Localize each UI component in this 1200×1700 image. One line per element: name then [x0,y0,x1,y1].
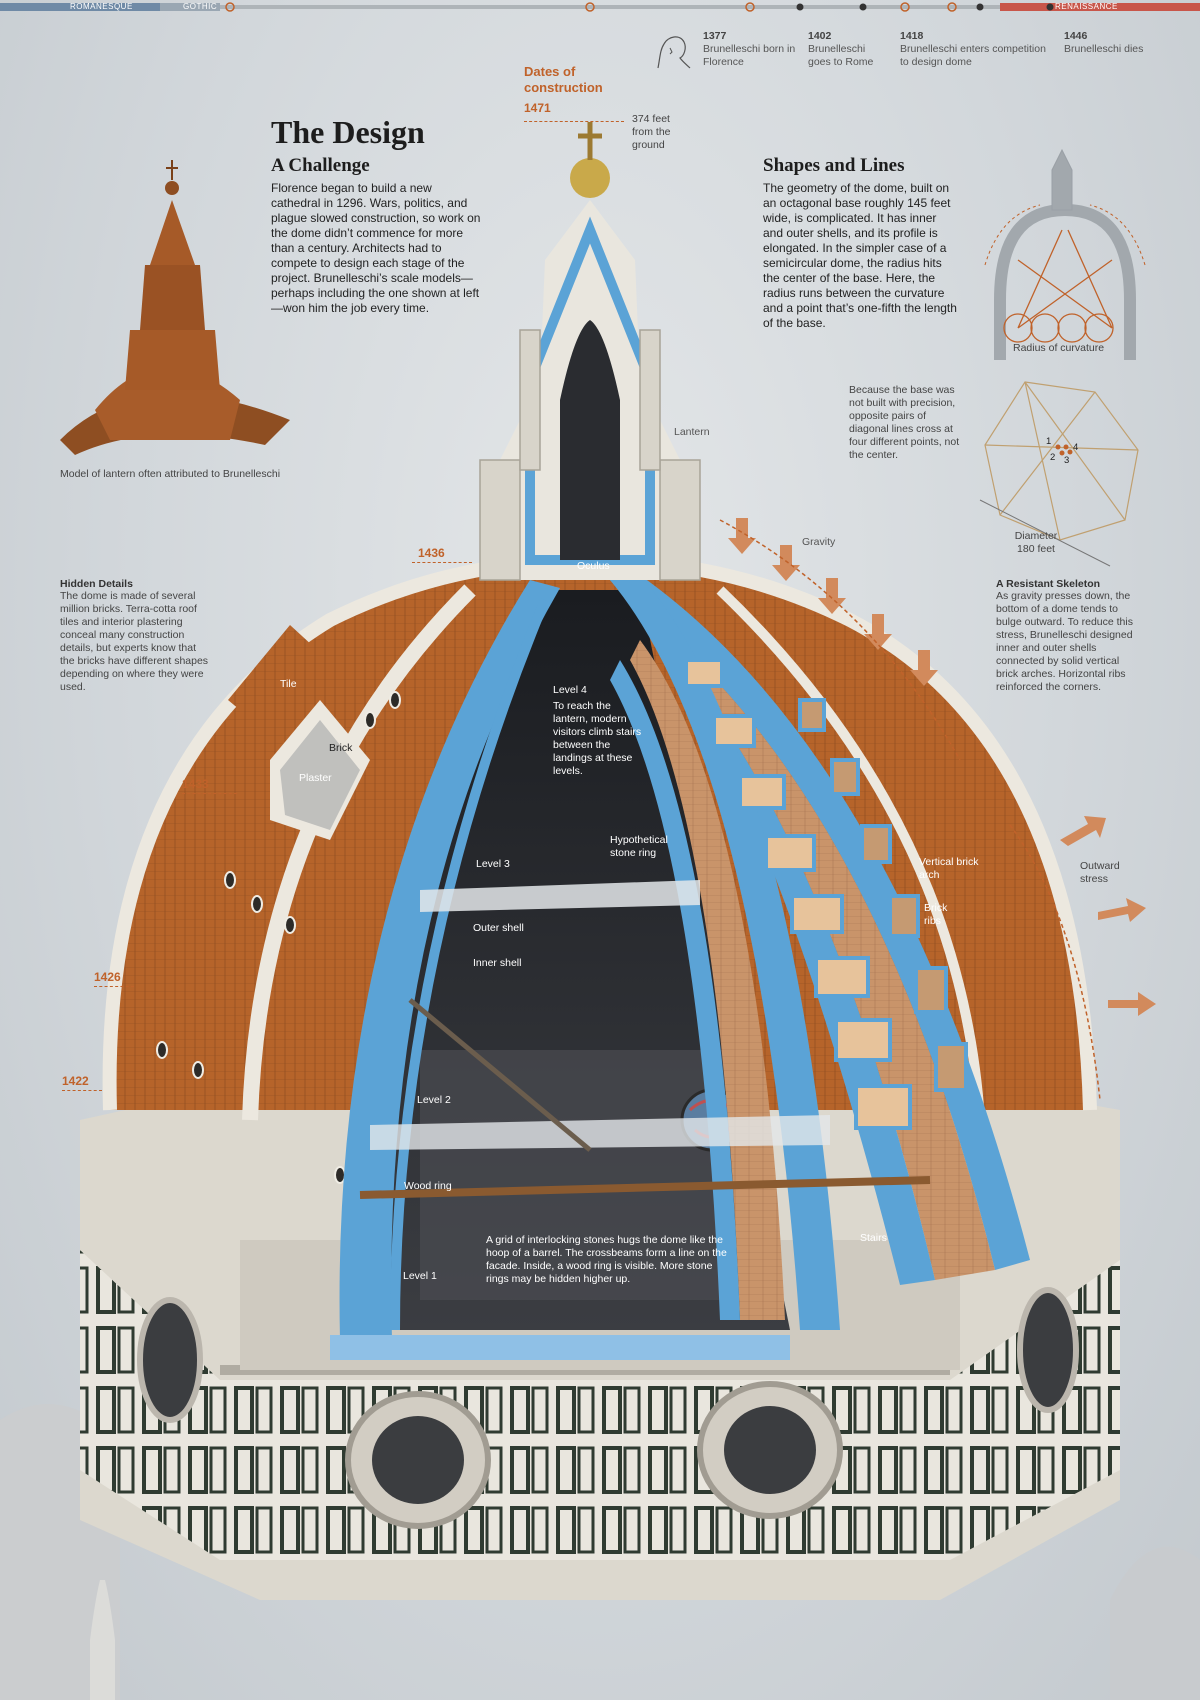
point-1: 1 [1046,436,1052,447]
label-gravity: Gravity [802,536,836,548]
era-gothic: GOTHIC [183,2,218,11]
hidden-details-title: Hidden Details [60,578,133,590]
grid-note: A grid of interlocking stones hugs the d… [486,1234,727,1285]
radius-caption: Radius of curvature [1013,342,1105,354]
label-brick: Brick [329,742,353,754]
design-subtitle: A Challenge [271,155,370,176]
label-stairs: Stairs [860,1232,887,1244]
label-tile: Tile [280,678,297,690]
label-lantern: Lantern [674,426,710,438]
label-level2: Level 2 [417,1094,451,1106]
dates-heading: Dates of construction [524,64,603,95]
year-1426: 1426 [94,970,121,984]
brunelleschi-portrait-icon [657,36,691,69]
label-outward-stress: Outward stress [1080,860,1120,885]
timeline-dot [947,2,957,12]
year-1422-line [62,1090,102,1091]
year-1436-line [412,562,472,563]
timeline-dot [745,2,755,12]
skeleton-title: A Resistant Skeleton [996,578,1101,590]
year-1433: 1433 [182,777,209,791]
page-title: The Design [271,114,425,150]
skeleton-body: As gravity presses down, the bottom of a… [996,590,1133,693]
level4-note: To reach the lantern, modern visitors cl… [553,700,642,777]
dates-divider [524,121,624,122]
year-1433-line [182,793,237,794]
timeline-dot [225,2,235,12]
label-hypothetical-ring: Hypothetical stone ring [610,834,668,859]
year-1436: 1436 [418,546,445,560]
hidden-details-body: The dome is made of several million bric… [60,590,209,693]
timeline-dot [900,2,910,12]
point-2: 2 [1050,452,1056,463]
label-level3: Level 3 [476,858,510,870]
year-1471: 1471 [524,101,551,115]
point-4: 4 [1073,442,1079,453]
shapes-title: Shapes and Lines [763,155,905,176]
label-outer-shell: Outer shell [473,922,524,934]
era-renaissance: RENAISSANCE [1055,2,1118,11]
label-vertical-arch: Vertical brick arch [919,856,979,881]
year-1422: 1422 [62,1074,89,1088]
base-note: Because the base was not built with prec… [849,384,960,461]
label-inner-shell: Inner shell [473,957,522,969]
label-brick-ribs: Brick ribs [924,902,948,927]
year-1426-line [94,986,134,987]
timeline-bar: ROMANESQUE GOTHIC RENAISSANCE [0,0,1200,14]
model-caption: Model of lantern often attributed to Bru… [60,468,281,480]
era-romanesque: ROMANESQUE [70,2,133,11]
design-body: Florence began to build a new cathedral … [271,181,481,315]
timeline-dot [585,2,595,12]
height-note: 374 feet from the ground [632,113,671,151]
resistant-skeleton-block: A Resistant Skeleton As gravity presses … [996,578,1144,694]
label-level4: Level 4 [553,684,587,696]
hidden-details-block: Hidden Details The dome is made of sever… [60,578,210,694]
label-level1: Level 1 [403,1270,437,1282]
point-3: 3 [1064,455,1070,466]
label-plaster: Plaster [299,772,332,784]
label-wood-ring: Wood ring [404,1180,452,1192]
label-oculus: Oculus [577,560,610,572]
shapes-body: The geometry of the dome, built on an oc… [763,181,957,330]
